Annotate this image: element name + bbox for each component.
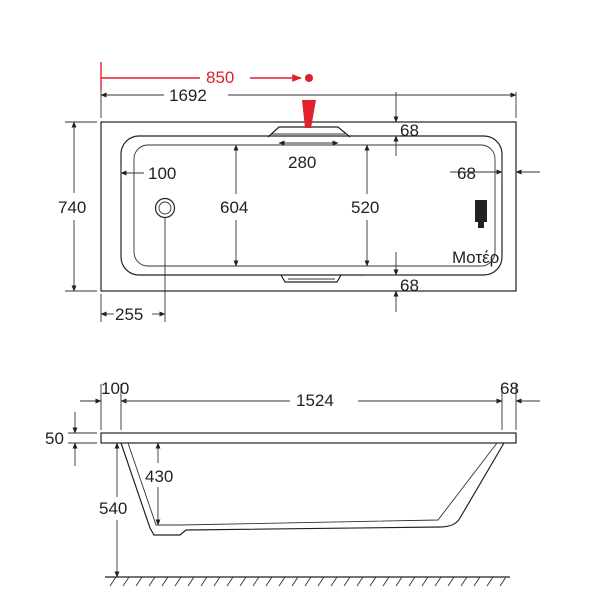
tub-rim-side [100,432,517,444]
ground-hatch-mark [226,576,234,587]
drain-inner-ring [158,201,172,215]
ground-hatch-mark [473,576,481,587]
ground-hatch-mark [265,576,273,587]
ground-hatch-mark [460,576,468,587]
ground-hatch-mark [343,576,351,587]
dim-68-side-label: 68 [500,379,519,398]
ground-hatch-mark [395,576,403,587]
ground-hatch-mark [408,576,416,587]
ground-hatch-mark [369,576,377,587]
ground-hatch-mark [486,576,494,587]
ground-hatch-mark [148,576,156,587]
ground-hatch-mark [135,576,143,587]
dim-520-label: 520 [351,198,379,217]
ground-hatch [109,576,507,587]
ground-hatch-mark [200,576,208,587]
ground-hatch-mark [109,576,117,587]
ground-hatch-mark [434,576,442,587]
drain-icon [154,197,176,219]
dim-1524-label: 1524 [296,391,334,410]
dim-280-label: 280 [288,153,316,172]
ground-hatch-mark [213,576,221,587]
tub-inner-side [127,442,498,526]
ground-hatch-mark [317,576,325,587]
dim-740-label: 740 [58,198,86,217]
ground-hatch-mark [499,576,507,587]
tub-body-side [120,442,505,536]
ground-hatch-mark [187,576,195,587]
dim-1692-label: 1692 [169,86,207,105]
ground-hatch-mark [278,576,286,587]
ground-hatch-mark [382,576,390,587]
dim-604-label: 604 [220,198,248,217]
side-view: 100 1524 68 50 430 540 [45,379,540,587]
ground-hatch-mark [252,576,260,587]
dim-540-label: 540 [99,499,127,518]
motor-icon [475,200,487,228]
ground-hatch-mark [239,576,247,587]
ground-hatch-mark [304,576,312,587]
dim-68-right-label: 68 [457,164,476,183]
ground-hatch-mark [291,576,299,587]
dim-100-top-label: 100 [148,164,176,183]
ground-hatch-mark [330,576,338,587]
ground-hatch-mark [447,576,455,587]
ground-hatch-mark [161,576,169,587]
dim-68-bottom-label: 68 [400,276,419,295]
overflow-recess [280,274,342,283]
dim-100-side-label: 100 [101,379,129,398]
dim-850-label: 850 [206,68,234,87]
dim-68-top-label: 68 [400,121,419,140]
ground-hatch-mark [421,576,429,587]
dim-255-label: 255 [115,305,143,324]
ground-hatch-mark [356,576,364,587]
ground-hatch-mark [122,576,130,587]
top-view: Μοτέρ 850 1692 740 604 520 280 68 [58,62,540,324]
tap-icon [302,100,316,128]
tub-basin-top [120,135,503,276]
motor-label: Μοτέρ [452,248,499,267]
ground-hatch-mark [174,576,182,587]
dim-430-label: 430 [145,467,173,486]
tap-point-marker [305,74,313,82]
dim-50-label: 50 [45,429,64,448]
